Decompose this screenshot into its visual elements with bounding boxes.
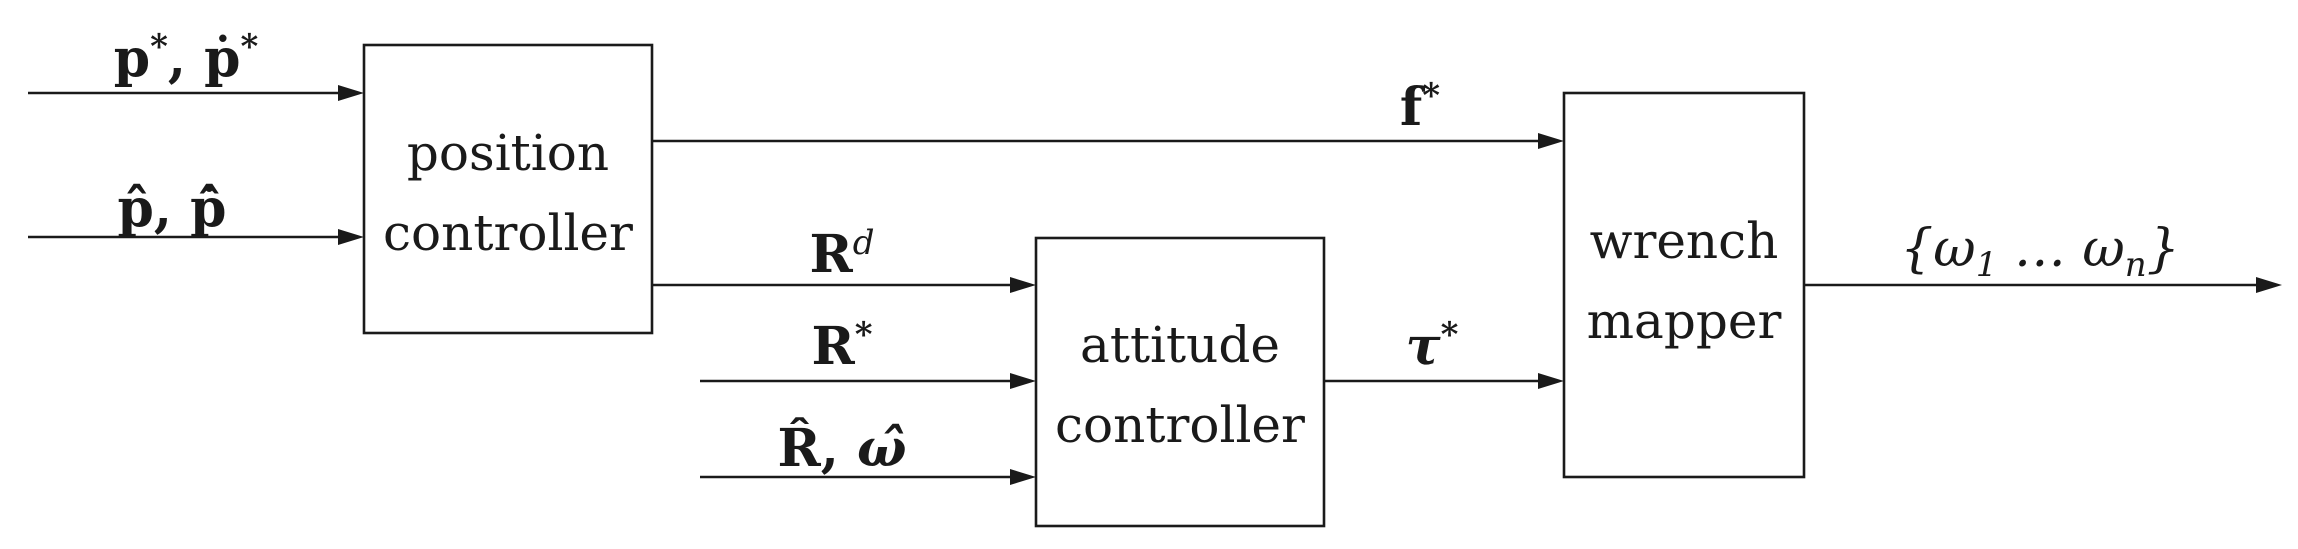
arrow-tau-ref: [1324, 373, 1564, 389]
signal-label-tau-ref: τ*: [1406, 315, 1459, 377]
signal-label-R-des: Rd: [810, 223, 875, 285]
wrench-mapper-block: wrench mapper: [1562, 91, 1806, 479]
arrow-f-ref: [652, 133, 1564, 149]
arrow-R-ref: [700, 373, 1036, 389]
signal-label-R-hat: R̂, ω̂: [778, 418, 907, 479]
signal-label-omega-out: {ω1 … ωn}: [1900, 219, 2180, 285]
arrow-p-ref: [28, 85, 364, 101]
arrow-p-hat: [28, 229, 364, 245]
signal-label-f-ref: f*: [1400, 76, 1440, 138]
arrow-R-hat: [700, 469, 1036, 485]
wrench-mapper-label-line1: wrench: [1590, 212, 1779, 270]
signal-label-R-ref: R*: [812, 315, 873, 377]
attitude-controller-label-line2: controller: [1055, 396, 1305, 454]
position-controller-label-line2: controller: [383, 204, 633, 262]
attitude-controller-block: attitude controller: [1034, 236, 1326, 528]
attitude-controller-label-line1: attitude: [1080, 316, 1280, 374]
position-controller-label-line1: position: [407, 124, 609, 182]
arrow-omega-out: [1804, 277, 2282, 293]
position-controller-block: position controller: [362, 43, 654, 335]
wrench-mapper-label-line2: mapper: [1587, 292, 1782, 350]
signal-label-p-hat: p̂, p̂̇: [118, 178, 227, 239]
arrow-R-des: [652, 277, 1036, 293]
signal-label-p-ref: p*, ṗ*: [114, 27, 259, 89]
